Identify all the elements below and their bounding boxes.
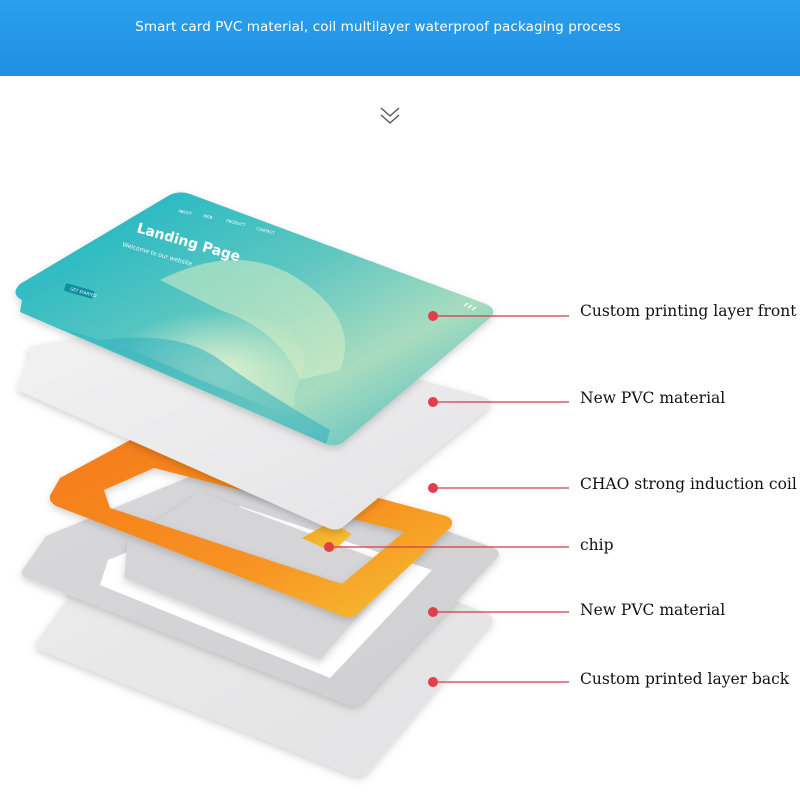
chip [302, 522, 352, 552]
header-banner: Smart card PVC material, coil multilayer… [0, 0, 800, 76]
callout-dot-pvc-top [428, 397, 438, 407]
card-menu-icon [463, 302, 477, 311]
callout-label-front: Custom printing layer front [580, 302, 797, 320]
callout-label-pvc-top: New PVC material [580, 389, 726, 407]
callout-label-coil: CHAO strong induction coil [580, 475, 797, 493]
callout-dot-front [428, 311, 438, 321]
card-nav-3: CONTACT [256, 226, 276, 235]
callout-dot-pvc-bottom [428, 607, 438, 617]
card-nav-1: WEB [203, 213, 213, 220]
callout-label-back: Custom printed layer back [580, 670, 790, 688]
callout-label-chip: chip [580, 536, 614, 554]
banner-title: Smart card PVC material, coil multilayer… [135, 19, 621, 35]
callout-dot-coil [428, 483, 438, 493]
callout-dot-back [428, 677, 438, 687]
callout-dots [324, 311, 438, 687]
callout-label-pvc-bottom: New PVC material [580, 601, 726, 619]
card-button [64, 283, 95, 299]
card-nav-0: ABOUT [178, 208, 193, 216]
callout-dot-chip [324, 542, 334, 552]
double-chevron-down-icon [380, 107, 400, 124]
card-nav-2: PRODUCT [226, 218, 247, 227]
callout-lines [329, 315, 569, 683]
card-front [15, 192, 494, 446]
